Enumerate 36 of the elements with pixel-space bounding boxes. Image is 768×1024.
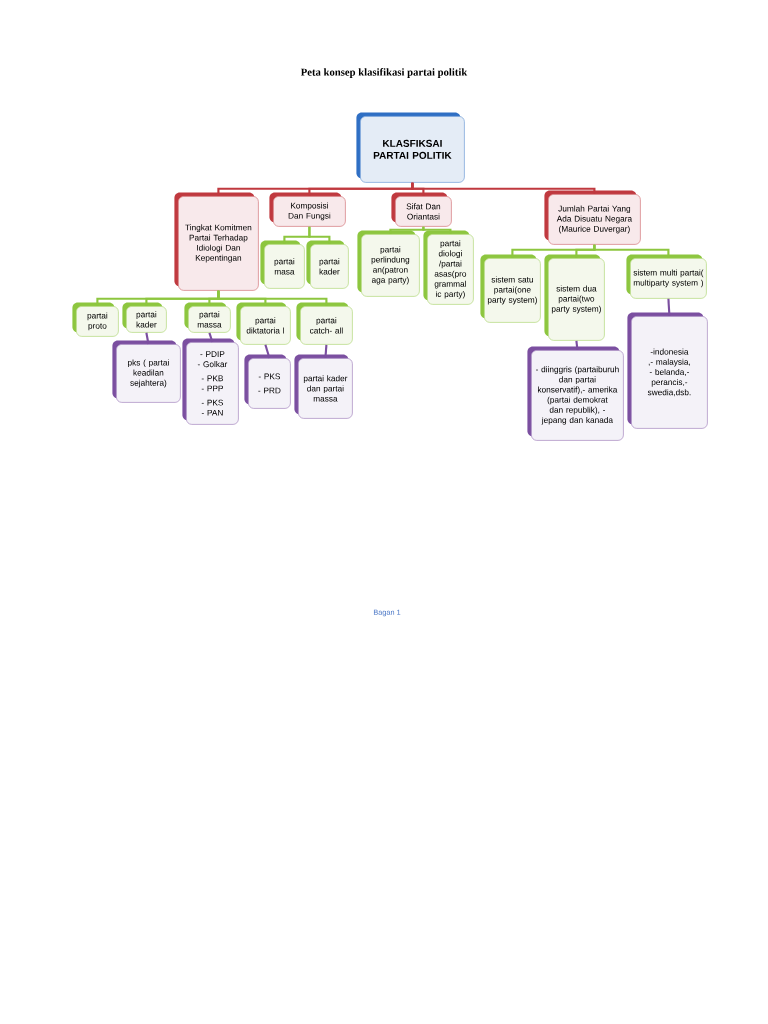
connector-line [411,182,596,194]
example-box: - diinggris (partaiburuh dan partai konservatif),- amerika (partai demokrat dan republik), - jepang dan kanada [527,346,624,441]
subcategory-box: sistem multi partai( multiparty system ) [626,254,707,299]
connector-line [145,332,150,345]
category-box: Tingkat Komitmen Partai Terhadap Idiologi Dan Kepentingan [174,192,259,291]
connector-line [264,344,271,359]
subcategory-box: partai kader [306,240,349,289]
subcategory-box: partai masa [260,240,305,289]
category-box: Komposisi Dan Fungsi [269,192,346,227]
title: Peta konsep klasifikasi partai politik [300,68,468,78]
root-box: KLASFIKSAI PARTAI POLITIK [356,112,465,183]
subcategory-box: partai massa [184,302,231,333]
connector-line [575,340,579,351]
subcategory-box: partai diktatoria l [236,302,291,345]
connector-line [208,332,214,343]
connector-line [667,298,671,317]
category-box: Sifat Dan Oriantasi [391,192,452,227]
example-box: - PKS - PRD [244,354,291,409]
subcategory-box: partai diologi /partai asas(pro grammal ic party) [423,230,474,305]
connector-line [422,226,452,234]
category-box: Jumlah Partai Yang Ada Disuatu Negara (Maurice Duvergar) [544,190,641,245]
example-box: pks ( partai keadilan sejahtera) [112,340,181,403]
subcategory-box: partai proto [72,302,119,337]
example-box: - PDIP - Golkar - PKB - PPP - PKS - PAN [182,338,239,425]
subcategory-box: sistem dua partai(two party system) [544,254,605,341]
subcategory-box: partai perlindung an(patron aga party) [357,230,420,297]
subcategory-box: partai catch- all [296,302,353,345]
connector-line [308,226,331,244]
connector-line [593,244,670,258]
subcategory-box: sistem satu partai(one party system) [480,254,541,323]
connector-line [324,344,328,359]
connector-line [217,290,328,306]
subcategory-box: partai kader [122,302,167,333]
example-box: partai kader dan partai massa [294,354,353,419]
connector-line [389,226,425,234]
example-box: -indonesia ,- malaysia, - belanda,- perancis,- swedia,dsb. [627,312,708,429]
